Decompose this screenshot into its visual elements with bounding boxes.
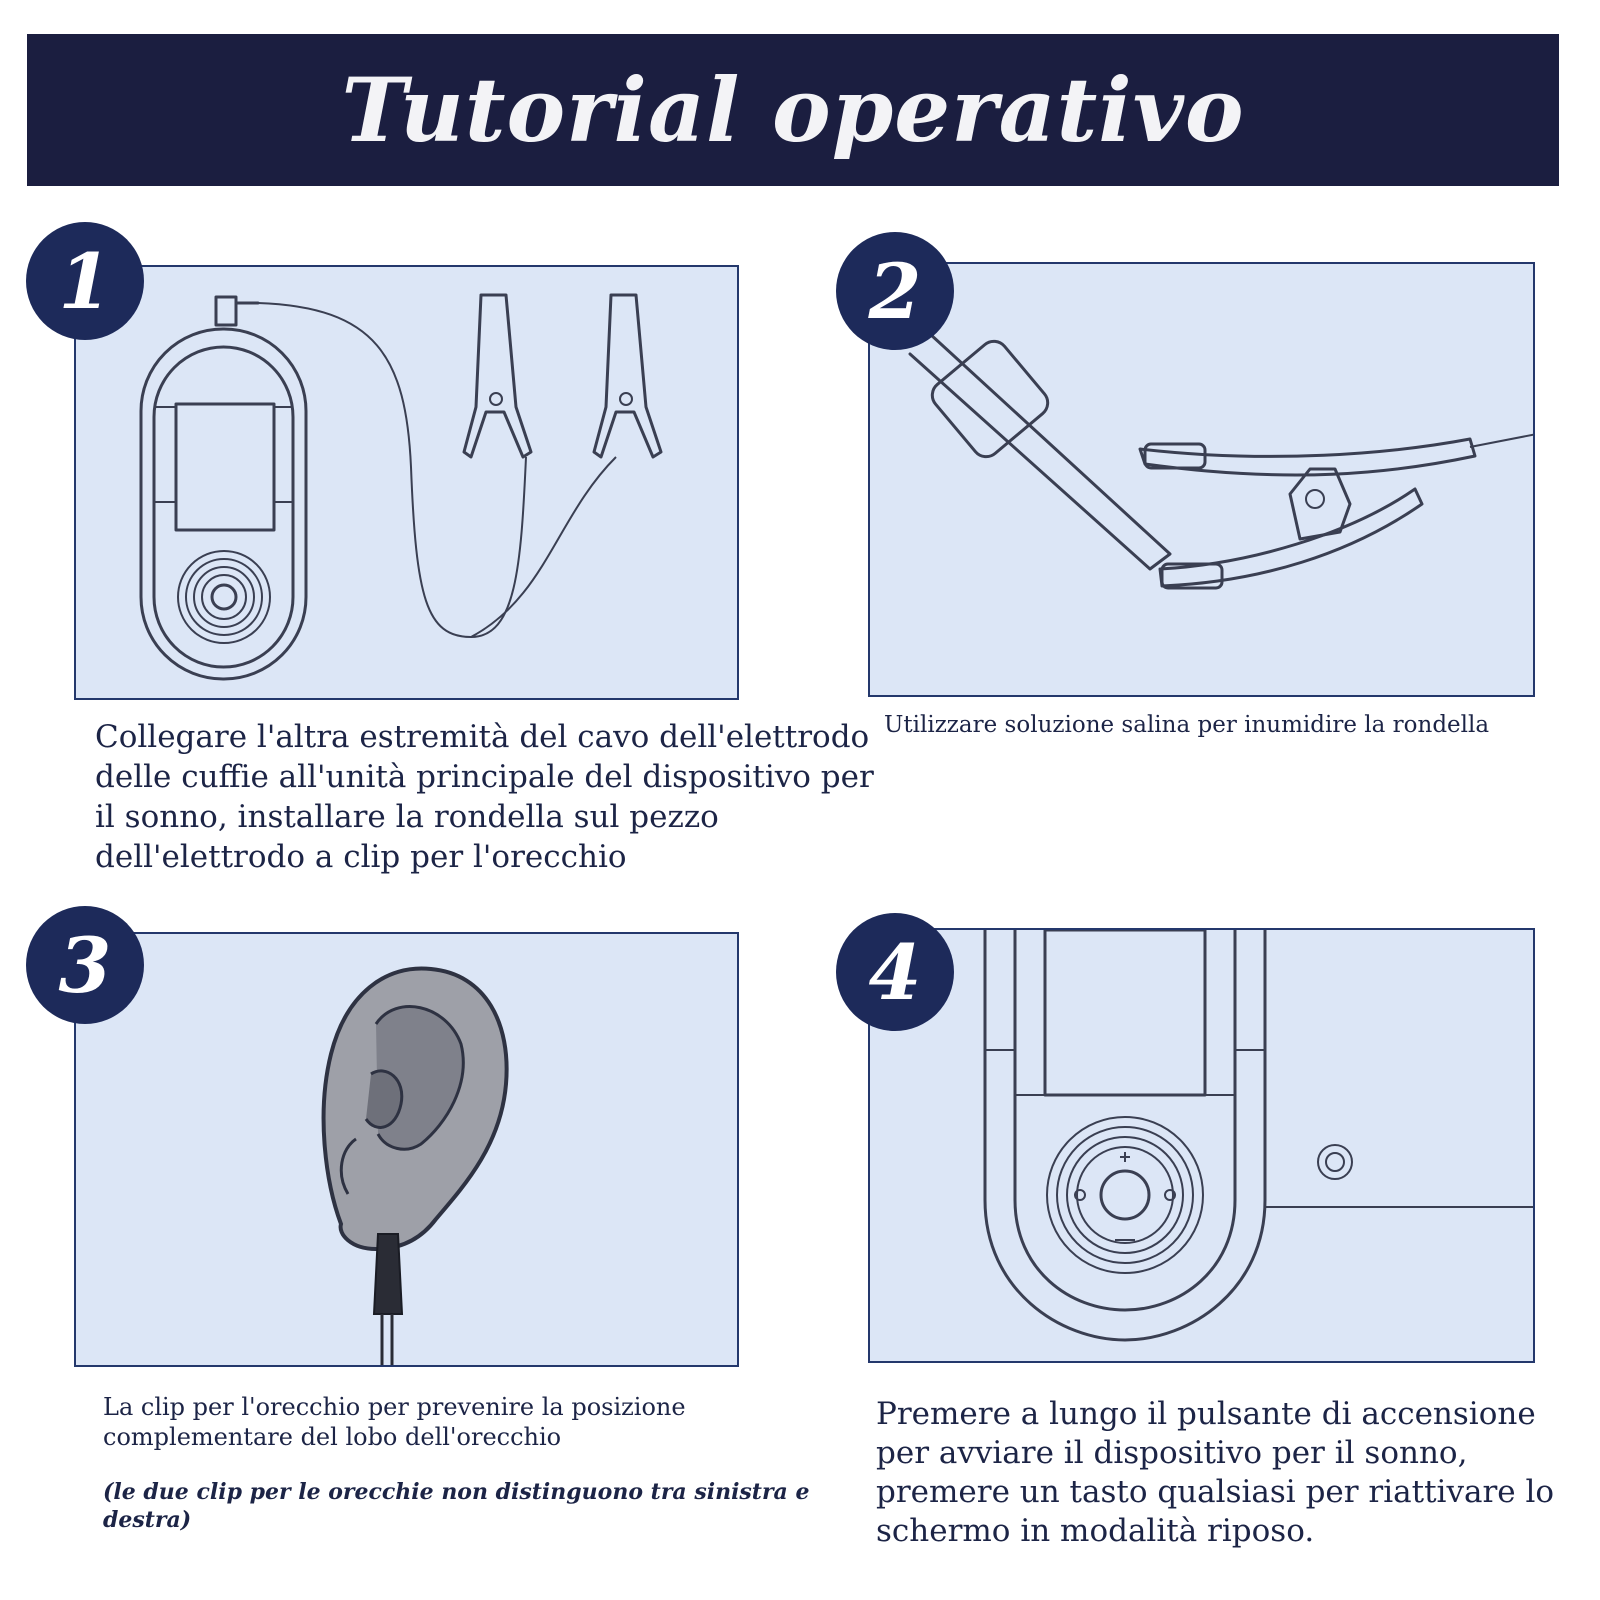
step-3-caption: La clip per l'orecchio per prevenire la … bbox=[103, 1393, 686, 1451]
step-1-panel bbox=[74, 265, 739, 700]
device-power-button-illustration bbox=[983, 930, 1533, 1342]
step-1-caption: Collegare l'altra estremità del cavo del… bbox=[95, 719, 874, 875]
dropper-and-ear-clip-illustration bbox=[908, 332, 1533, 590]
step-3-badge: 3 bbox=[26, 906, 144, 1024]
step-4-caption: Premere a lungo il pulsante di accension… bbox=[876, 1396, 1555, 1549]
step-3-panel bbox=[74, 932, 739, 1367]
step-4-badge: 4 bbox=[836, 913, 954, 1031]
ear-with-clip-illustration bbox=[321, 966, 509, 1365]
step-2-panel bbox=[868, 262, 1535, 697]
step-3-note: (le due clip per le orecchie non disting… bbox=[103, 1479, 810, 1533]
step-1-badge: 1 bbox=[26, 222, 144, 340]
title-banner: Tutorial operativo bbox=[27, 34, 1559, 186]
step-4-panel bbox=[868, 928, 1535, 1363]
step-2-badge: 2 bbox=[836, 232, 954, 350]
page-title: Tutorial operativo bbox=[341, 58, 1245, 162]
device-with-ear-clip-illustration bbox=[139, 293, 663, 681]
step-2-caption: Utilizzare soluzione salina per inumidir… bbox=[884, 712, 1490, 738]
